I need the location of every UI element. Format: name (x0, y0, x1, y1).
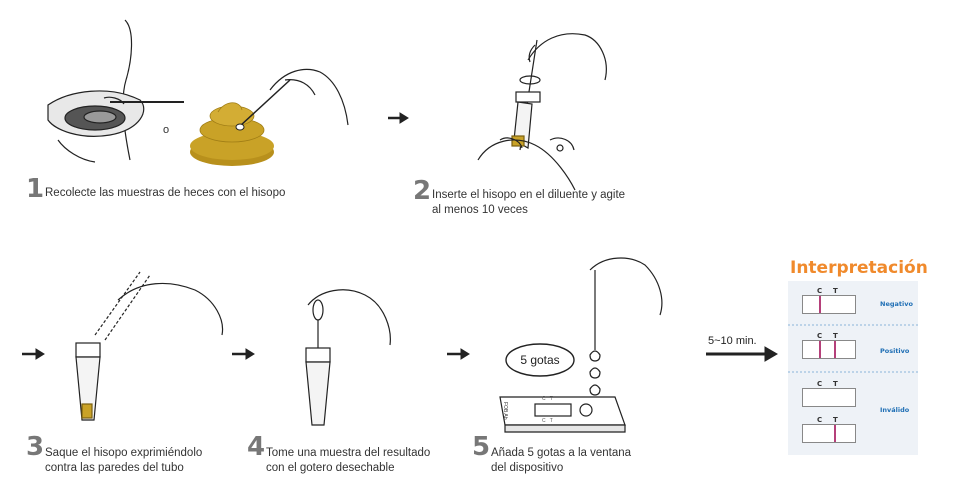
interpretation-panel: C T Negativo C T Positivo C T C T Inváli… (788, 281, 918, 455)
device-window-labels-top: C T (542, 396, 553, 402)
negative-label: Negativo (880, 300, 913, 308)
toilet-illustration (47, 19, 184, 163)
step-1-connector: o (163, 124, 170, 136)
interpretation-title: Interpretación (790, 258, 928, 278)
positive-t-label: T (833, 332, 838, 340)
device-window-labels-bottom: C T (542, 418, 553, 424)
time-label: 5~10 min. (708, 335, 757, 347)
positive-c-line (819, 341, 821, 358)
device-illustration (499, 257, 663, 433)
invalid-cassette-2 (802, 424, 856, 443)
invalid-2-t-label: T (833, 416, 838, 424)
negative-cassette (802, 295, 856, 314)
positive-c-label: C (817, 332, 823, 340)
invalid-2-c-label: C (817, 416, 823, 424)
step-5-number: 5 (472, 432, 491, 462)
step-4-number: 4 (247, 432, 266, 462)
negative-t-label: T (833, 287, 838, 295)
invalid-cassette-1 (802, 388, 856, 407)
step-5-text: Añada 5 gotas a la ventana del dispositi… (491, 447, 632, 474)
step-4-text: Tome una muestra del resultado con el go… (266, 447, 431, 474)
step-2-number: 2 (413, 176, 432, 206)
negative-c-line (819, 296, 821, 313)
dropper-tube-illustration (305, 289, 391, 426)
positive-cassette (802, 340, 856, 359)
panel-dividers (788, 324, 918, 373)
negative-c-label: C (817, 287, 823, 295)
positive-label: Positivo (880, 347, 910, 355)
invalid-label: Inválido (880, 406, 910, 414)
step-3-number: 3 (26, 432, 45, 462)
stool-illustration (190, 68, 349, 166)
positive-t-line (834, 341, 836, 358)
invalid-1-c-label: C (817, 380, 823, 388)
step-1-number: 1 (26, 174, 45, 204)
mixing-tube-illustration (477, 33, 607, 191)
drops-label: 5 gotas (520, 353, 560, 367)
step-3-text: Saque el hisopo exprimiéndolo contra las… (45, 447, 203, 474)
squeeze-tube-illustration (75, 271, 224, 421)
invalid-t-line (834, 425, 836, 442)
step-1-text: Recolecte las muestras de heces con el h… (45, 187, 286, 199)
invalid-1-t-label: T (833, 380, 838, 388)
flow-arrows (22, 112, 778, 362)
device-side-label: FOB Ab (502, 402, 508, 420)
step-2-text: Inserte el hisopo en el diluente y agite… (432, 189, 626, 216)
